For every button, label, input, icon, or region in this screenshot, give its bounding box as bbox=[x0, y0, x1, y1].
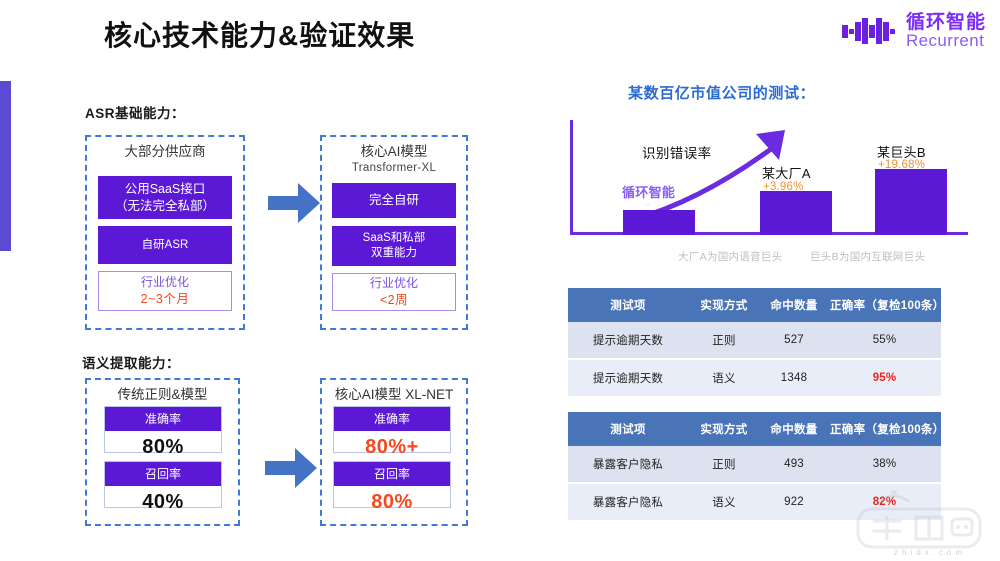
chart-bar-1-label: 某大厂A bbox=[762, 166, 811, 181]
semantic-after-metric-1-value: 80%+ bbox=[365, 436, 419, 458]
table-1-r0-c3: 55% bbox=[828, 322, 941, 360]
table-2-r1-c1: 语义 bbox=[688, 483, 760, 522]
table-2-col-2: 命中数量 bbox=[760, 412, 828, 446]
semantic-after-metric-2-label: 召回率 bbox=[334, 462, 450, 486]
chart-bar-2-value: +19.68% bbox=[878, 159, 926, 171]
results-table-1: 测试项 实现方式 命中数量 正确率（复检100条） 提示逾期天数 正则 527 … bbox=[568, 288, 944, 398]
table-2-r0-c0: 暴露客户隐私 bbox=[568, 446, 688, 484]
chart-footnote-a: 大厂A为国内语音巨头 bbox=[678, 251, 783, 263]
table-2-col-0: 测试项 bbox=[568, 412, 688, 446]
chart-bar-1 bbox=[760, 191, 832, 235]
asr-after-optimize-value: <2周 bbox=[379, 292, 409, 307]
asr-after-subtitle: Transformer-XL bbox=[351, 161, 437, 174]
table-2-r1-c3: 82% bbox=[828, 483, 941, 522]
semantic-before-metric-2-label: 召回率 bbox=[105, 462, 221, 486]
asr-before-card-2: 自研ASR bbox=[98, 226, 232, 264]
table-1-col-0: 测试项 bbox=[568, 288, 688, 322]
table-2-r0-c2: 493 bbox=[760, 446, 828, 484]
table-2-col-1: 实现方式 bbox=[688, 412, 760, 446]
table-1-col-2: 命中数量 bbox=[760, 288, 828, 322]
chart-y-axis bbox=[570, 120, 573, 235]
asr-after-card-2: SaaS和私部 双重能力 bbox=[332, 226, 456, 266]
table-1-col-1: 实现方式 bbox=[688, 288, 760, 322]
asr-after-card-1-text: 完全自研 bbox=[368, 193, 419, 208]
asr-after-optimize-card: 行业优化 <2周 bbox=[332, 273, 456, 311]
semantic-before-title: 传统正则&模型 bbox=[117, 387, 208, 402]
asr-before-optimize-value: 2~3个月 bbox=[140, 291, 190, 306]
table-1-col-3: 正确率（复检100条） bbox=[828, 288, 944, 322]
asr-transition-arrow-icon bbox=[268, 183, 320, 223]
table-1-r0-c0: 提示逾期天数 bbox=[568, 322, 688, 360]
table-1-r1-c1: 语义 bbox=[688, 359, 760, 398]
semantic-after-metric-1: 准确率 80%+ bbox=[333, 406, 451, 458]
semantic-before-metric-1-value: 80% bbox=[142, 436, 184, 458]
chart-annotation-error-rate: 识别错误率 bbox=[642, 146, 712, 161]
asr-before-title: 大部分供应商 bbox=[124, 144, 206, 159]
logo-name-en: Recurrent bbox=[905, 31, 985, 51]
brand-logo: 循环智能 Recurrent bbox=[841, 13, 986, 50]
table-row: 提示逾期天数 语义 1348 95% bbox=[568, 359, 941, 398]
semantic-after-metric-2-value: 80% bbox=[371, 491, 413, 513]
asr-after-card-1: 完全自研 bbox=[332, 183, 456, 218]
watermark-text: zhidx.com bbox=[893, 548, 966, 557]
table-2-header-row: 测试项 实现方式 命中数量 正确率（复检100条） bbox=[568, 412, 944, 446]
chart-bar-0 bbox=[623, 210, 695, 235]
table-row: 暴露客户隐私 正则 493 38% bbox=[568, 446, 941, 484]
logo-name-cn: 循环智能 bbox=[905, 12, 986, 33]
chart-title: 某数百亿市值公司的测试： bbox=[628, 85, 816, 102]
logo-text-block: 循环智能 Recurrent bbox=[906, 13, 986, 50]
semantic-before-metric-1-label: 准确率 bbox=[105, 407, 221, 431]
chart-bar-2 bbox=[875, 169, 947, 235]
asr-after-optimize-label: 行业优化 bbox=[369, 276, 418, 291]
asr-before-optimize-label: 行业优化 bbox=[140, 275, 189, 290]
chart-bar-0-label: 循环智能 bbox=[622, 185, 676, 200]
section-caption-asr: ASR基础能力： bbox=[85, 106, 186, 121]
table-2-r1-c2: 922 bbox=[760, 483, 828, 522]
chart-bar-2-label: 某巨头B bbox=[877, 145, 926, 160]
semantic-after-metric-2: 召回率 80% bbox=[333, 461, 451, 513]
semantic-before-metric-2-value: 40% bbox=[142, 491, 184, 513]
semantic-before-metric-2: 召回率 40% bbox=[104, 461, 222, 513]
waveform-logo-icon bbox=[841, 18, 895, 45]
left-accent-bar bbox=[0, 81, 11, 251]
table-1-r1-c3: 95% bbox=[828, 359, 941, 398]
asr-before-card-2-text: 自研ASR bbox=[141, 238, 189, 251]
table-row: 提示逾期天数 正则 527 55% bbox=[568, 322, 941, 360]
semantic-after-metric-1-label: 准确率 bbox=[334, 407, 450, 431]
asr-before-card-1: 公用SaaS接口 （无法完全私部） bbox=[98, 176, 232, 219]
table-2-col-3: 正确率（复检100条） bbox=[828, 412, 944, 446]
table-1-r0-c1: 正则 bbox=[688, 322, 760, 360]
results-table-2: 测试项 实现方式 命中数量 正确率（复检100条） 暴露客户隐私 正则 493 … bbox=[568, 412, 944, 522]
semantic-before-metric-1: 准确率 80% bbox=[104, 406, 222, 458]
table-1-r1-c0: 提示逾期天数 bbox=[568, 359, 688, 398]
asr-before-optimize-card: 行业优化 2~3个月 bbox=[98, 271, 232, 311]
asr-before-card-1-text: 公用SaaS接口 （无法完全私部） bbox=[114, 182, 215, 213]
chart-bar-1-value: +3.96% bbox=[763, 181, 804, 193]
asr-after-card-2-text: SaaS和私部 双重能力 bbox=[362, 232, 426, 259]
error-rate-bar-chart: 识别错误率 循环智能 -- 某大厂A +3.96% 某巨头B +19.68% bbox=[570, 120, 970, 238]
semantic-transition-arrow-icon bbox=[265, 448, 317, 488]
section-caption-semantic: 语义提取能力： bbox=[82, 356, 180, 371]
table-1-r1-c2: 1348 bbox=[760, 359, 828, 398]
table-1-header-row: 测试项 实现方式 命中数量 正确率（复检100条） bbox=[568, 288, 944, 322]
chart-footnote-b: 巨头B为国内互联网巨头 bbox=[810, 251, 926, 263]
table-1-r0-c2: 527 bbox=[760, 322, 828, 360]
page-title: 核心技术能力&验证效果 bbox=[104, 20, 416, 51]
table-2-r0-c3: 38% bbox=[828, 446, 941, 484]
table-2-r1-c0: 暴露客户隐私 bbox=[568, 483, 688, 522]
chart-bar-0-value: -- bbox=[645, 202, 651, 209]
asr-after-title: 核心AI模型 Transformer-XL bbox=[322, 137, 466, 175]
table-2-r0-c1: 正则 bbox=[688, 446, 760, 484]
semantic-after-title: 核心AI模型 XL-NET bbox=[334, 387, 454, 402]
table-row: 暴露客户隐私 语义 922 82% bbox=[568, 483, 941, 522]
